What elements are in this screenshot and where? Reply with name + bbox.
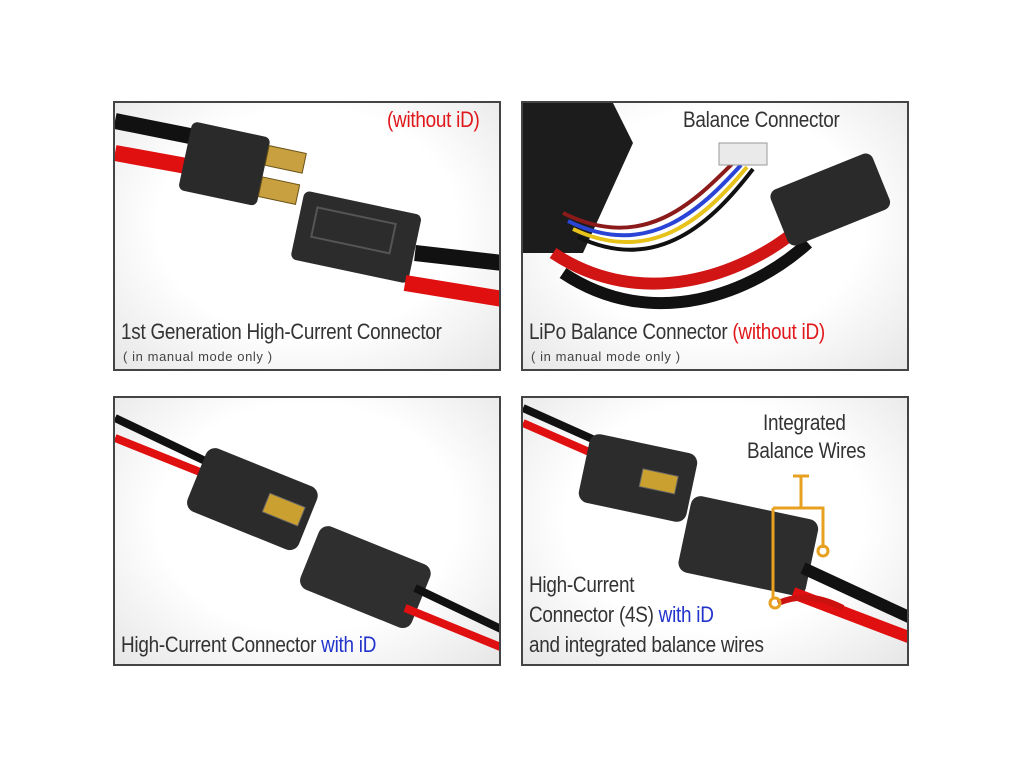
4s-connector-illustration	[523, 404, 907, 643]
first-gen-connector-illustration	[115, 113, 499, 307]
caption-line1: High-Current	[529, 572, 635, 597]
badge-without-id: (without iD)	[732, 319, 825, 344]
high-current-id-illustration	[115, 414, 499, 651]
panel-note: ( in manual mode only )	[531, 349, 681, 364]
panel-note: ( in manual mode only )	[123, 349, 273, 364]
callout-integrated-line2: Balance Wires	[747, 438, 866, 463]
panel-caption: LiPo Balance Connector (without iD)	[529, 319, 825, 345]
panel-high-current-with-id: High-Current Connector with iD	[113, 396, 501, 666]
caption-line3: and integrated balance wires	[529, 632, 764, 657]
panel-first-gen-connector: (without iD) 1st Generation High-Current…	[113, 101, 501, 371]
badge-with-id: with iD	[321, 632, 377, 657]
caption-text: LiPo Balance Connector	[529, 319, 728, 344]
badge-with-id: with iD	[658, 602, 714, 627]
caption-line2: Connector (4S) with iD	[529, 602, 714, 628]
caption-text: Connector (4S)	[529, 602, 654, 627]
panel-caption: 1st Generation High-Current Connector	[121, 319, 442, 344]
badge-without-id: (without iD)	[387, 107, 480, 132]
callout-integrated-line1: Integrated	[763, 410, 846, 435]
caption-text: High-Current Connector	[121, 632, 317, 657]
panel-caption: High-Current Connector with iD	[121, 632, 376, 658]
lipo-balance-illustration	[523, 103, 891, 309]
callout-balance-connector: Balance Connector	[683, 107, 840, 132]
panel-4s-with-id: Integrated Balance Wires High-Current Co…	[521, 396, 909, 666]
panel-lipo-balance-connector: Balance Connector LiPo Balance Connector…	[521, 101, 909, 371]
